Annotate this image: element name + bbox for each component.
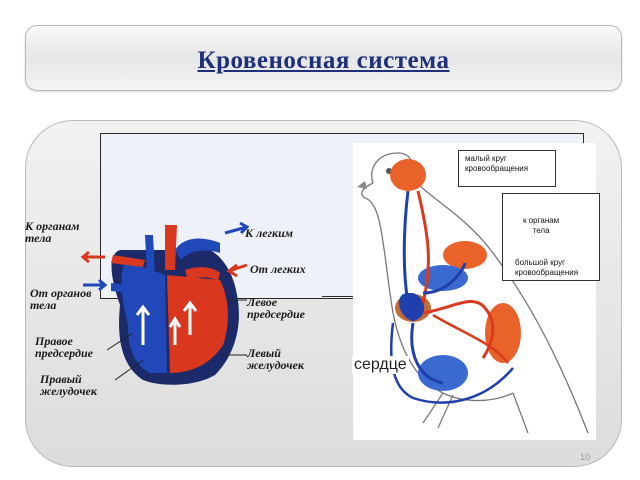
heart-illustration	[80, 221, 250, 385]
label-to-body-organs: К органам тела	[25, 219, 80, 245]
label-to-organs: к органам тела	[523, 216, 560, 235]
label-right-ventricle: Правый желудочек	[40, 372, 97, 398]
label-from-body-organs: От органов тела	[30, 286, 92, 312]
connector-line	[322, 296, 354, 297]
heart-diagram: К органам тела К легким От легких От орг…	[25, 215, 325, 415]
label-from-lungs: От легких	[250, 262, 306, 276]
title-banner: Кровеносная система	[25, 25, 622, 91]
bird-illustration	[357, 152, 589, 434]
bird-circulation-diagram	[353, 143, 596, 440]
label-systemic-circulation: большой круг кровообращения	[515, 258, 579, 277]
slide-title: Кровеносная система	[197, 47, 450, 74]
label-to-lungs: К легким	[245, 226, 294, 240]
label-right-atrium: Правое предсердие	[35, 334, 93, 360]
label-left-atrium: Левое предсердие	[247, 295, 305, 321]
label-pulmonary-circulation: малый круг кровообращения	[458, 150, 556, 187]
label-left-ventricle: Левый желудочек	[247, 346, 304, 372]
label-group-box: к органам тела большой круг кровообращен…	[502, 193, 600, 281]
label-heart: сердце	[352, 356, 409, 374]
slide-number: 10	[580, 452, 591, 462]
